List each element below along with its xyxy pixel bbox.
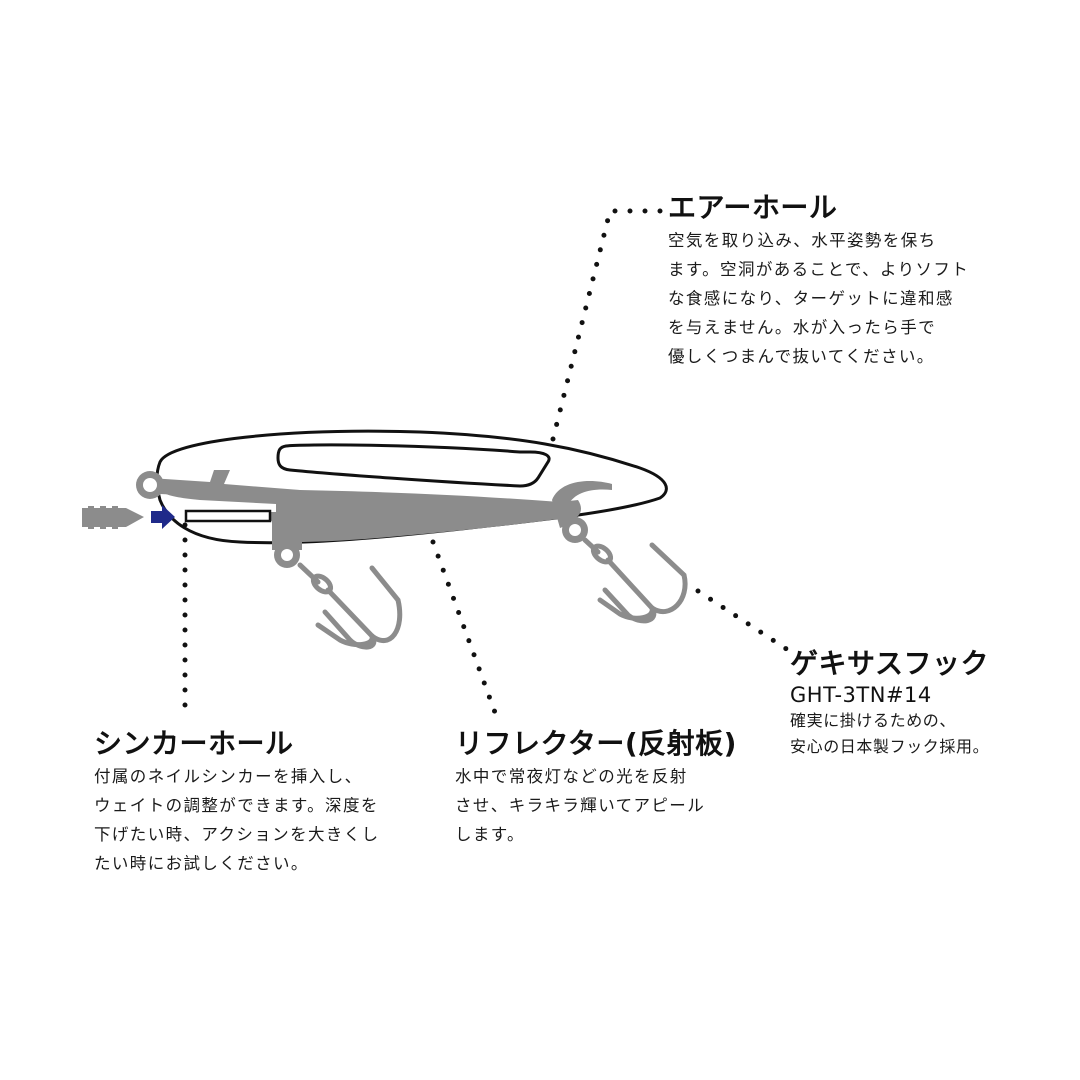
sinker-hole <box>184 509 272 523</box>
reflector-description: 水中で常夜灯などの光を反射 させ、キラキラ輝いてアピール します。 <box>455 767 706 844</box>
leader-hook <box>695 588 791 653</box>
callout-reflector: リフレクター(反射板) 水中で常夜灯などの光を反射 させ、キラキラ輝いてアピール… <box>455 726 765 849</box>
sinker-hole-title: シンカーホール <box>94 727 294 760</box>
callout-hook: ゲキサスフック GHT-3TN#14 確実に掛けるための、 安心の日本製フック採… <box>790 646 1050 760</box>
leader-reflector <box>430 539 500 721</box>
line-eye-hole <box>143 478 157 492</box>
leader-air-hole <box>548 208 663 450</box>
front-treble-hook <box>297 562 403 650</box>
leader-lines <box>182 208 791 721</box>
nail-sinker-icon <box>82 506 144 529</box>
callout-air-hole: エアーホール 空気を取り込み、水平姿勢を保ち ます。空洞があることで、よりソフト… <box>668 190 1008 371</box>
air-hole-title: エアーホール <box>668 191 838 224</box>
reflector-title: リフレクター(反射板) <box>455 727 737 760</box>
hook-model: GHT-3TN#14 <box>790 683 932 707</box>
rear-treble-hook <box>582 537 688 624</box>
wire-frame <box>150 470 300 500</box>
callout-sinker-hole: シンカーホール 付属のネイルシンカーを挿入し、 ウェイトの調整ができます。深度を… <box>94 726 434 878</box>
sinker-hole-description: 付属のネイルシンカーを挿入し、 ウェイトの調整ができます。深度を 下げたい時、ア… <box>94 767 380 873</box>
hook-title: ゲキサスフック <box>790 647 989 680</box>
insert-arrow-icon <box>151 505 175 529</box>
hook-description: 確実に掛けるための、 安心の日本製フック採用。 <box>790 711 990 756</box>
rear-hanger <box>552 481 612 528</box>
air-hole <box>276 443 551 488</box>
air-hole-description: 空気を取り込み、水平姿勢を保ち ます。空洞があることで、よりソフト な食感になり… <box>668 231 970 366</box>
